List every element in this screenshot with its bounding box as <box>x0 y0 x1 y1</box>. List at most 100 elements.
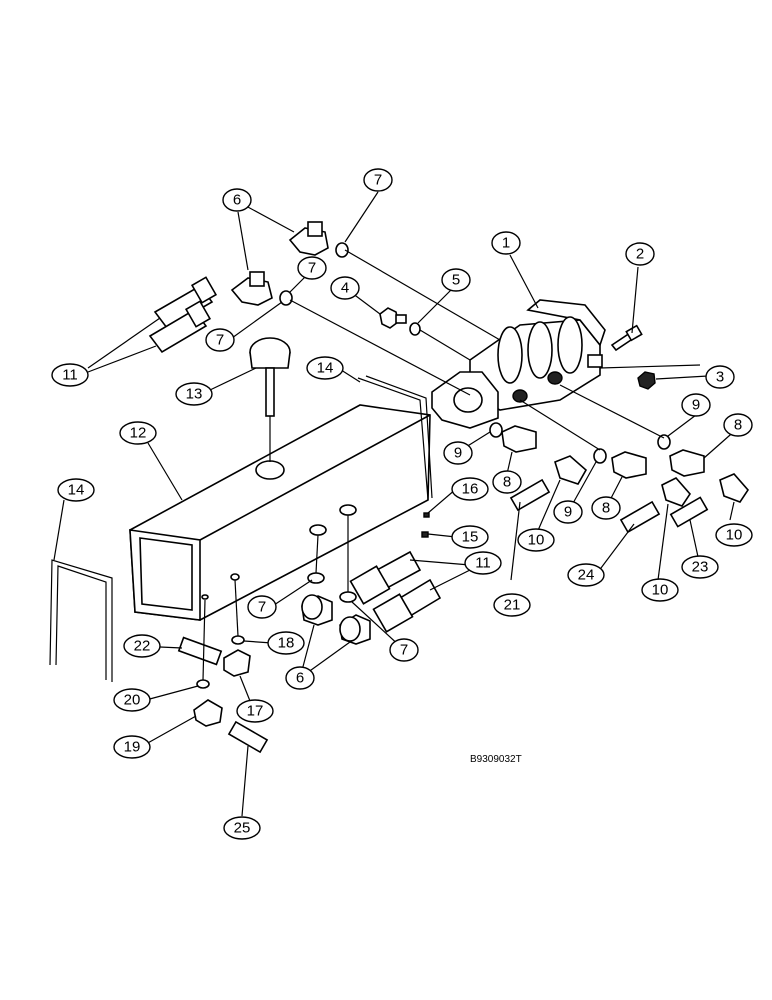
callout-ellipse <box>51 363 89 387</box>
callout-14: 14 <box>57 478 95 502</box>
callout-ellipse <box>493 593 531 617</box>
callout-ellipse <box>119 421 157 445</box>
callout-number: 4 <box>341 280 349 297</box>
callout-6: 6 <box>222 188 252 212</box>
callout-number: 11 <box>475 555 491 572</box>
callout-11: 11 <box>464 551 502 575</box>
callout-ellipse <box>625 242 655 266</box>
nipple-24 <box>619 500 661 534</box>
callout-ellipse <box>297 256 327 280</box>
callout-number: 21 <box>504 597 521 614</box>
callout-7: 7 <box>297 256 327 280</box>
elbow-10-a <box>554 455 588 485</box>
callout-ellipse <box>123 634 161 658</box>
callout-number: 8 <box>734 417 742 434</box>
callout-number: 10 <box>528 532 545 549</box>
callout-number: 14 <box>317 360 334 377</box>
capscrew <box>610 324 643 352</box>
callout-18: 18 <box>267 631 305 655</box>
callout-number: 8 <box>503 474 511 491</box>
callout-19: 19 <box>113 735 151 759</box>
callout-ellipse <box>567 563 605 587</box>
callout-number: 24 <box>578 567 595 584</box>
callout-number: 7 <box>400 642 408 659</box>
callout-ellipse <box>441 268 471 292</box>
nipple-25 <box>227 720 269 754</box>
callout-10: 10 <box>641 578 679 602</box>
callout-ellipse <box>705 365 735 389</box>
elbow-6-lower-a <box>301 594 333 626</box>
callout-number: 1 <box>502 235 510 252</box>
hose-upper-b <box>148 300 212 354</box>
callout-9: 9 <box>443 441 473 465</box>
figure-code: B9309032T <box>470 754 522 765</box>
callout-21: 21 <box>493 593 531 617</box>
callout-number: 13 <box>186 386 203 403</box>
callout-ellipse <box>205 328 235 352</box>
gear-pump <box>431 299 606 429</box>
callout-ellipse <box>389 638 419 662</box>
callout-number: 14 <box>68 482 85 499</box>
elbow-17 <box>223 649 251 677</box>
callout-ellipse <box>715 523 753 547</box>
callout-number: 5 <box>452 272 460 289</box>
callout-number: 23 <box>692 559 709 576</box>
callout-ellipse <box>553 500 583 524</box>
callout-number: 7 <box>374 172 382 189</box>
callout-15: 15 <box>451 525 489 549</box>
callout-ellipse <box>175 382 213 406</box>
callout-number: 9 <box>564 504 572 521</box>
callout-6: 6 <box>285 666 315 690</box>
callout-number: 6 <box>233 192 241 209</box>
callout-number: 7 <box>258 599 266 616</box>
elbow-fitting-upper-b <box>230 271 273 306</box>
callout-16: 16 <box>451 477 489 501</box>
o-ring-small <box>409 322 421 336</box>
callout-7: 7 <box>205 328 235 352</box>
callout-ellipse <box>451 477 489 501</box>
callout-ellipse <box>113 735 151 759</box>
callout-number: 8 <box>602 500 610 517</box>
callout-ellipse <box>464 551 502 575</box>
callout-24: 24 <box>567 563 605 587</box>
callout-number: 17 <box>247 703 264 720</box>
callout-12: 12 <box>119 421 157 445</box>
callout-ellipse <box>222 188 252 212</box>
callout-ellipse <box>363 168 393 192</box>
callout-7: 7 <box>247 595 277 619</box>
callout-ellipse <box>641 578 679 602</box>
callout-20: 20 <box>113 688 151 712</box>
callout-8: 8 <box>591 496 621 520</box>
callout-number: 25 <box>234 820 251 837</box>
callout-number: 15 <box>462 529 479 546</box>
callout-5: 5 <box>441 268 471 292</box>
callout-ellipse <box>57 478 95 502</box>
callout-ellipse <box>267 631 305 655</box>
tank-strap-left <box>49 559 113 682</box>
callout-10: 10 <box>517 528 555 552</box>
hydraulic-tank <box>129 404 431 621</box>
elbow-19 <box>193 699 223 727</box>
callout-25: 25 <box>223 816 261 840</box>
callout-number: 2 <box>636 246 644 263</box>
o-ring-9-b <box>593 448 607 464</box>
callout-23: 23 <box>681 555 719 579</box>
callout-ellipse <box>517 528 555 552</box>
nipple-23 <box>669 496 709 528</box>
plug-15 <box>421 531 429 538</box>
callout-4: 4 <box>330 276 360 300</box>
callout-13: 13 <box>175 382 213 406</box>
callout-number: 7 <box>216 332 224 349</box>
callout-ellipse <box>306 356 344 380</box>
callout-17: 17 <box>236 699 274 723</box>
callout-number: 9 <box>692 397 700 414</box>
callout-10: 10 <box>715 523 753 547</box>
callout-number: 11 <box>62 367 78 384</box>
hose-lower-a <box>349 550 422 605</box>
callout-ellipse <box>723 413 753 437</box>
callout-7: 7 <box>389 638 419 662</box>
callout-number: 16 <box>462 481 479 498</box>
callout-ellipse <box>591 496 621 520</box>
